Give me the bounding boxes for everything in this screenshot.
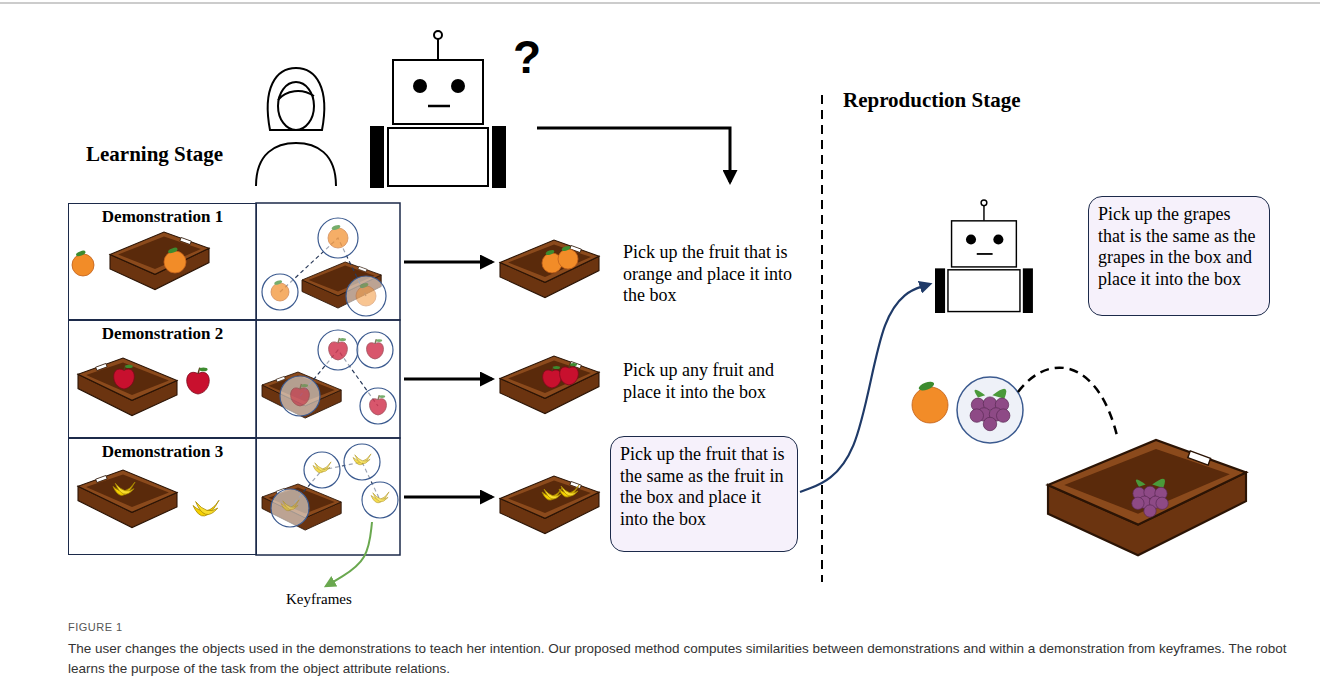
box-tray xyxy=(500,240,599,298)
keyframe-circle xyxy=(262,274,298,310)
flow-arrow xyxy=(404,496,492,499)
flow-arrow xyxy=(800,284,930,492)
box-tray xyxy=(78,470,177,528)
figure-number: FIGURE 1 xyxy=(68,621,123,634)
keyframe-circle xyxy=(318,218,358,258)
apple-fruit xyxy=(370,395,387,415)
banana-fruit xyxy=(371,492,389,503)
keyframe-circle xyxy=(318,330,358,370)
apple-fruit xyxy=(329,338,348,360)
apple-fruit xyxy=(187,368,210,394)
flow-arrow xyxy=(404,261,492,264)
demo-grid xyxy=(256,203,400,555)
keyframe-circle xyxy=(362,482,398,518)
grapes-fruit xyxy=(970,389,1010,431)
banana-fruit xyxy=(113,482,135,495)
selected-highlight xyxy=(957,377,1023,443)
figure-caption: The user changes the objects used in the… xyxy=(68,639,1308,678)
keyframe-circle xyxy=(360,388,396,424)
motion-path xyxy=(1018,368,1118,440)
question-mark: ? xyxy=(513,30,541,85)
demonstration-heading: Demonstration 2 xyxy=(73,324,252,344)
keyframe-cell xyxy=(256,203,400,320)
orange-fruit xyxy=(271,279,289,301)
keyframe-circle xyxy=(346,276,386,316)
apple-fruit xyxy=(543,366,562,388)
apple-fruit xyxy=(560,363,579,385)
banana-fruit xyxy=(193,500,219,516)
flow-arrow xyxy=(326,522,372,586)
keyframe-cell xyxy=(256,320,400,438)
apple-fruit xyxy=(114,365,135,389)
box-tray xyxy=(78,358,177,416)
instruction-bubble: Pick up the fruit that is the same as th… xyxy=(610,436,798,552)
stage-title: Learning Stage xyxy=(86,142,223,167)
orange-fruit xyxy=(328,224,348,248)
apple-fruit xyxy=(367,339,384,359)
top-rule xyxy=(0,2,1320,4)
instruction-text: Pick up any fruit and place it into the … xyxy=(623,360,815,403)
user-icon xyxy=(256,68,336,186)
instruction-bubble: Pick up the grapes that is the same as t… xyxy=(1088,196,1270,316)
robot-icon xyxy=(370,31,506,188)
instruction-text: Pick up the fruit that is orange and pla… xyxy=(623,242,815,307)
banana-fruit xyxy=(281,500,299,511)
keyframe-circle xyxy=(271,489,309,527)
keyframe-circle xyxy=(280,376,320,416)
robot-icon xyxy=(935,200,1033,313)
banana-fruit xyxy=(353,454,371,465)
apple-fruit xyxy=(291,384,310,406)
box-tray xyxy=(110,232,209,290)
box-tray xyxy=(500,476,599,534)
keyframes-label: Keyframes xyxy=(286,590,352,608)
keyframe-cell xyxy=(256,438,400,555)
box-tray xyxy=(262,372,341,418)
demonstration-cell: Demonstration 1 xyxy=(68,203,257,320)
box-tray xyxy=(500,356,599,414)
keyframe-circle xyxy=(344,444,380,480)
grapes-fruit xyxy=(1132,479,1169,517)
instruction-text: Pick up the fruit that is the same as th… xyxy=(620,444,788,530)
orange-fruit xyxy=(356,282,376,306)
demonstration-heading: Demonstration 3 xyxy=(73,442,252,462)
orange-fruit xyxy=(72,250,94,276)
box-tray xyxy=(1048,440,1246,555)
flow-arrow xyxy=(537,128,730,182)
stage-divider xyxy=(821,95,823,582)
flow-arrow xyxy=(404,378,492,381)
banana-fruit xyxy=(313,462,331,473)
orange-fruit xyxy=(558,245,578,269)
banana-fruit xyxy=(559,485,579,497)
stage-title: Reproduction Stage xyxy=(843,88,1021,113)
orange-fruit xyxy=(164,247,186,273)
drawings xyxy=(72,31,1246,586)
orange-fruit xyxy=(912,380,948,423)
keyframe-circle xyxy=(357,332,393,368)
box-tray xyxy=(262,484,341,530)
demonstration-cell: Demonstration 3 xyxy=(68,438,257,555)
demonstration-cell: Demonstration 2 xyxy=(68,320,257,438)
instruction-text: Pick up the grapes that is the same as t… xyxy=(1098,204,1260,290)
keyframe-circle xyxy=(304,452,340,488)
demonstration-heading: Demonstration 1 xyxy=(73,207,252,227)
